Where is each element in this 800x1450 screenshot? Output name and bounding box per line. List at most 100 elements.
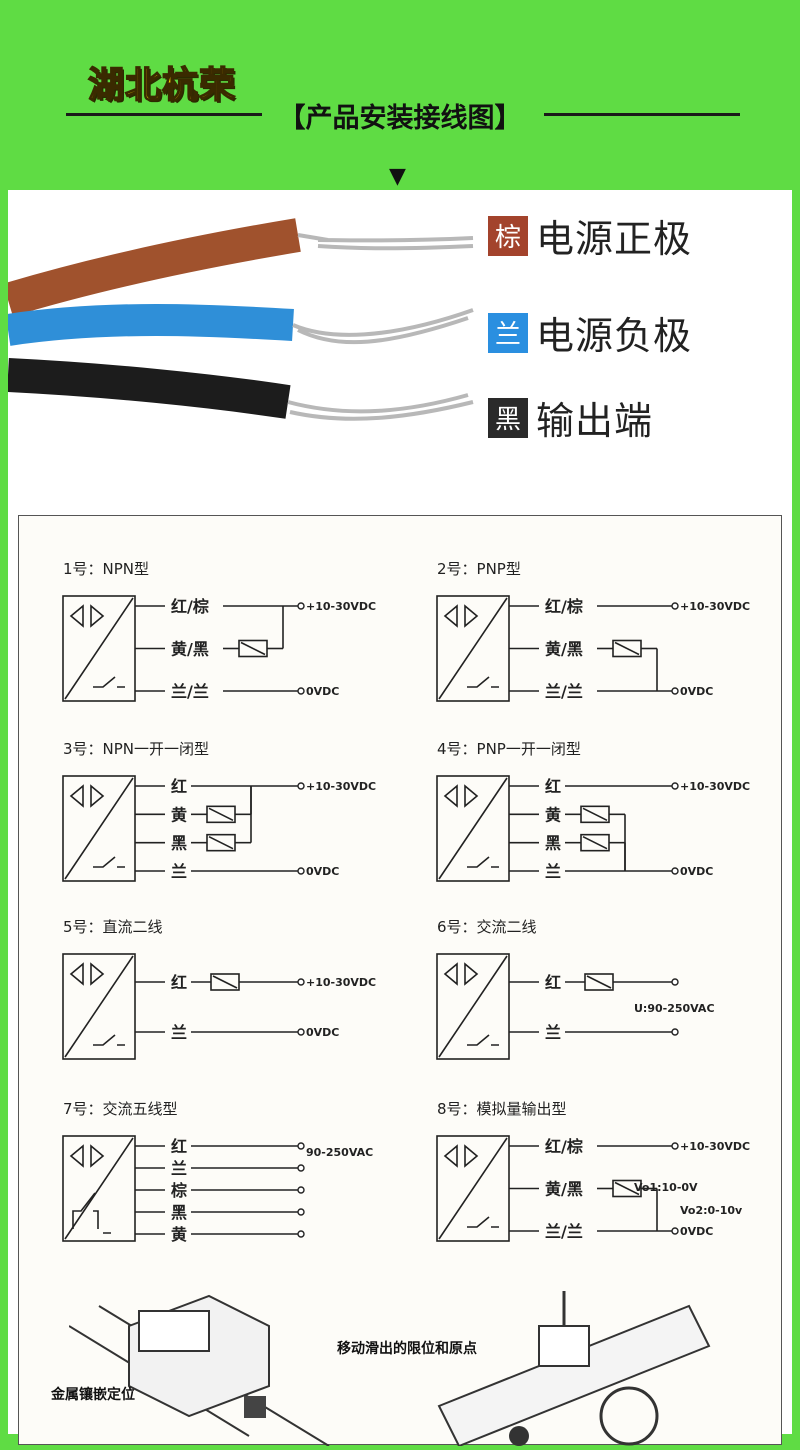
mounting-label-left: 金属镶嵌定位 [51, 1387, 135, 1403]
terminal-icon [297, 1142, 305, 1150]
terminal-icon [297, 978, 305, 986]
mounting-label-right: 移动滑出的限位和原点 [337, 1341, 477, 1357]
sensor-symbol-icon [443, 962, 479, 986]
terminal-label: 0VDC [306, 1026, 339, 1039]
wire-label: 黄 [545, 805, 561, 824]
load-diagonal [208, 807, 234, 822]
terminal-icon [297, 1028, 305, 1036]
divider-left [66, 113, 262, 116]
sensor-diagonal [64, 777, 134, 880]
terminal-label: +10-30VDC [306, 600, 376, 613]
diagram-title: 5号：直流二线 [63, 918, 163, 936]
diagram-title: 8号：模拟量输出型 [437, 1100, 567, 1118]
mounting-illustration-left [69, 1294, 330, 1446]
down-arrow-icon: ▼ [389, 164, 406, 189]
switch-icon [93, 676, 125, 688]
sensor-symbol-icon [443, 784, 479, 808]
wire-label: 黑 [171, 834, 187, 853]
terminal-label: +10-30VDC [680, 600, 750, 613]
load-diagonal [582, 807, 608, 822]
diagram-title: 6号：交流二线 [437, 918, 537, 936]
wire-label: 兰 [171, 1159, 187, 1178]
wire-label: 红/棕 [545, 1137, 583, 1156]
wire-label: 兰 [171, 1023, 187, 1042]
wire-color-tag: 黑 [488, 397, 528, 438]
terminal-icon [671, 602, 679, 610]
supply-note: Vo1:10-0V [634, 1181, 698, 1194]
wire-label: 兰/兰 [545, 1222, 583, 1241]
sensor-symbol-icon [69, 784, 105, 808]
wire-label: 黑 [545, 834, 561, 853]
sensor-symbol-icon [69, 604, 105, 628]
terminal-label: 0VDC [306, 685, 339, 698]
terminal-icon [671, 867, 679, 875]
terminal-icon [297, 867, 305, 875]
switch-icon [467, 1216, 499, 1228]
diagram-title: 3号：NPN一开一闭型 [63, 740, 209, 758]
wire-label: 黄/黑 [545, 1180, 583, 1199]
sensor-symbol-icon [69, 1144, 105, 1168]
wire-label: 兰 [545, 862, 561, 881]
load-diagonal [208, 835, 234, 850]
terminal-icon [297, 602, 305, 610]
terminal-label: 0VDC [680, 865, 713, 878]
sensor-symbol-icon [69, 962, 105, 986]
terminal-icon [671, 1028, 679, 1036]
wire-label: 红 [171, 973, 187, 992]
supply-note: U:90-250VAC [634, 1002, 715, 1015]
wire-label: 红 [545, 973, 561, 992]
sensor-symbol-icon [443, 1144, 479, 1168]
wire-label: 兰/兰 [171, 682, 209, 701]
terminal-icon [297, 1186, 305, 1194]
terminal-label: 0VDC [680, 1225, 713, 1238]
diagram-title: 1号：NPN型 [63, 560, 149, 578]
diagram-title: 4号：PNP一开一闭型 [437, 740, 581, 758]
terminal-icon [671, 1227, 679, 1235]
terminal-icon [297, 1164, 305, 1172]
sensor-diagonal [64, 955, 134, 1058]
wire-label-brown: 棕 电源正极 [488, 208, 692, 263]
load-diagonal [212, 975, 238, 989]
relay-switch-icon [72, 1192, 111, 1234]
sensor-box [62, 1135, 136, 1242]
switch-icon [93, 1034, 125, 1046]
sensor-diagonal [438, 955, 508, 1058]
sensor-diagonal [438, 1137, 508, 1240]
terminal-icon [297, 1208, 305, 1216]
switch-icon [467, 856, 499, 868]
wire-function: 输出端 [536, 399, 654, 443]
wire-label-black: 黑 输出端 [488, 390, 653, 445]
wire-label: 兰/兰 [545, 682, 583, 701]
divider-right [544, 113, 740, 116]
terminal-label: +10-30VDC [680, 780, 750, 793]
load-diagonal [614, 1181, 640, 1196]
switch-icon [467, 1034, 499, 1046]
sensor-box [436, 775, 510, 882]
diagram-title: 7号：交流五线型 [63, 1100, 178, 1118]
sensor-box [62, 953, 136, 1060]
sensor-diagonal [438, 777, 508, 880]
terminal-label: 0VDC [306, 865, 339, 878]
wire-label: 兰 [171, 862, 187, 881]
wire-label: 红/棕 [545, 597, 583, 616]
wire-label: 黄/黑 [545, 640, 583, 659]
terminal-icon [671, 1142, 679, 1150]
terminal-icon [671, 978, 679, 986]
terminal-label: +10-30VDC [306, 780, 376, 793]
section-title: 【产品安装接线图】 [278, 103, 522, 134]
brand-title: 湖北杭荣 [87, 64, 237, 107]
terminal-icon [671, 782, 679, 790]
wire-label: 兰 [545, 1023, 561, 1042]
terminal-icon [297, 687, 305, 695]
wire-label: 红 [171, 777, 187, 796]
load-diagonal [614, 641, 640, 656]
sensor-diagonal [64, 597, 134, 700]
supply-note: Vo2:0-10v [680, 1204, 743, 1217]
load-diagonal [582, 835, 608, 850]
supply-note: 90-250VAC [306, 1146, 373, 1159]
switch-icon [467, 676, 499, 688]
wire-label: 红 [545, 777, 561, 796]
diagram-title: 2号：PNP型 [437, 560, 521, 578]
